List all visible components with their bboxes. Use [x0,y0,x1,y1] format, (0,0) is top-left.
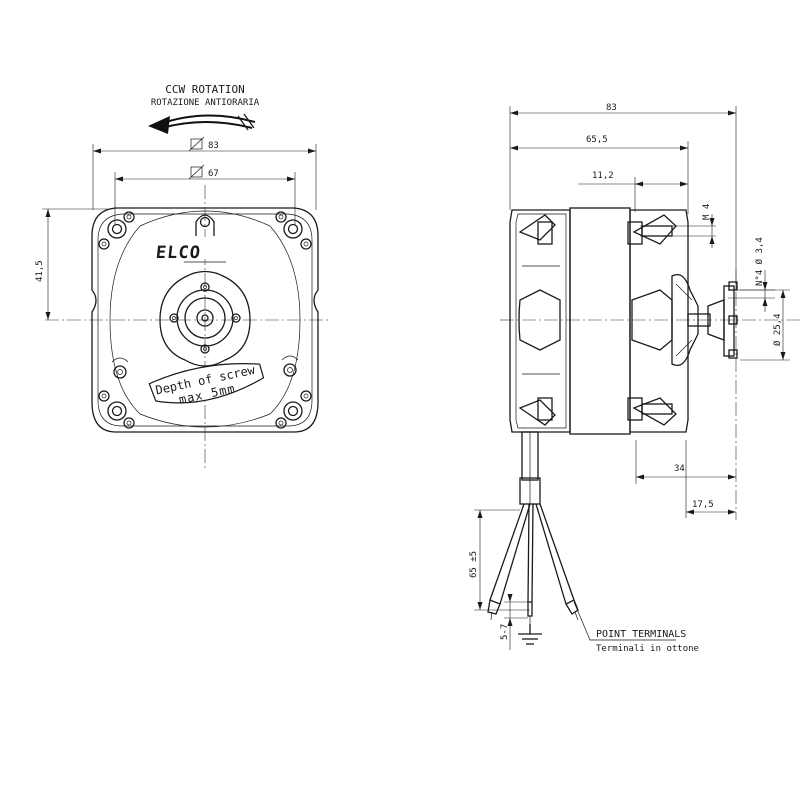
terminals-callout: POINT TERMINALS Terminali in ottone [573,601,699,654]
side-screw-left [111,357,129,379]
dim-lead-length: 65 ±5 [469,509,530,611]
dim-flange-diameter: Ø 25,4 [740,289,790,361]
motor-housing-front [91,207,319,433]
lead-wires [489,503,575,605]
side-view: 83 65,5 11,2 M 4 [469,103,800,654]
mounting-hole-top-right [275,211,312,250]
dim-holes: N°4 Ø 3,4 [728,237,775,312]
dim-thread-label: M 4 [702,204,712,220]
dim-width-inner-label: 67 [208,169,219,179]
dim-body-length: 65,5 [510,135,689,214]
mounting-hole-bottom-right [275,390,312,429]
point-terminals [487,599,579,624]
dim-overall-label: 83 [606,103,617,113]
dim-width-outer: 83 [92,136,317,210]
dim-stud-offset: 11,2 [578,171,688,212]
dim-flange-diameter-label: Ø 25,4 [772,313,783,346]
shaft [687,281,738,359]
screw-depth-note: Depth of screw max 5mm [148,363,265,407]
dim-overall-length: 83 [509,103,737,290]
mounting-hole-top-left [98,211,135,250]
end-cap [629,209,689,433]
cable [519,431,541,505]
dim-shaft-tip-label: 17,5 [692,500,714,510]
motor-body-side [509,209,571,433]
dim-body-label: 65,5 [586,135,608,145]
dim-height-left-label: 41,5 [35,260,45,282]
dim-stud-offset-label: 11,2 [592,171,614,181]
dim-height-left: 41,5 [35,208,108,320]
ccw-arrow-icon [148,113,256,134]
central-flange [159,270,251,367]
terminals-label: POINT TERMINALS [596,629,686,640]
brand-logo: ELCO [155,237,226,263]
dim-lead-length-label: 65 ±5 [469,551,479,578]
dim-shaft-length-label: 34 [674,464,685,474]
dim-strip-length: 5-7 [500,594,528,650]
bearing-boss [671,273,699,367]
mounting-stud-top [537,221,673,245]
top-lug [195,214,215,236]
mounting-hole-bottom-left [98,390,135,429]
front-view: CCW ROTATION ROTAZIONE ANTIORARIA 83 [35,83,330,470]
terminals-sublabel: Terminali in ottone [596,644,699,654]
dim-holes-label: N°4 Ø 3,4 [754,237,765,286]
dim-strip-length-label: 5-7 [500,624,510,640]
ground-icon [518,624,542,645]
rotation-subtitle: ROTAZIONE ANTIORARIA [151,98,260,108]
rotation-title: CCW ROTATION [165,83,244,96]
mounting-stud-bottom [537,397,673,421]
dim-width-inner: 67 [114,164,296,225]
dim-width-outer-label: 83 [208,141,219,151]
brand-logo-text: ELCO [155,243,202,263]
side-screw-right [281,355,299,377]
dim-shaft-tip: 17,5 [685,440,736,518]
stator-laminations [569,207,631,435]
